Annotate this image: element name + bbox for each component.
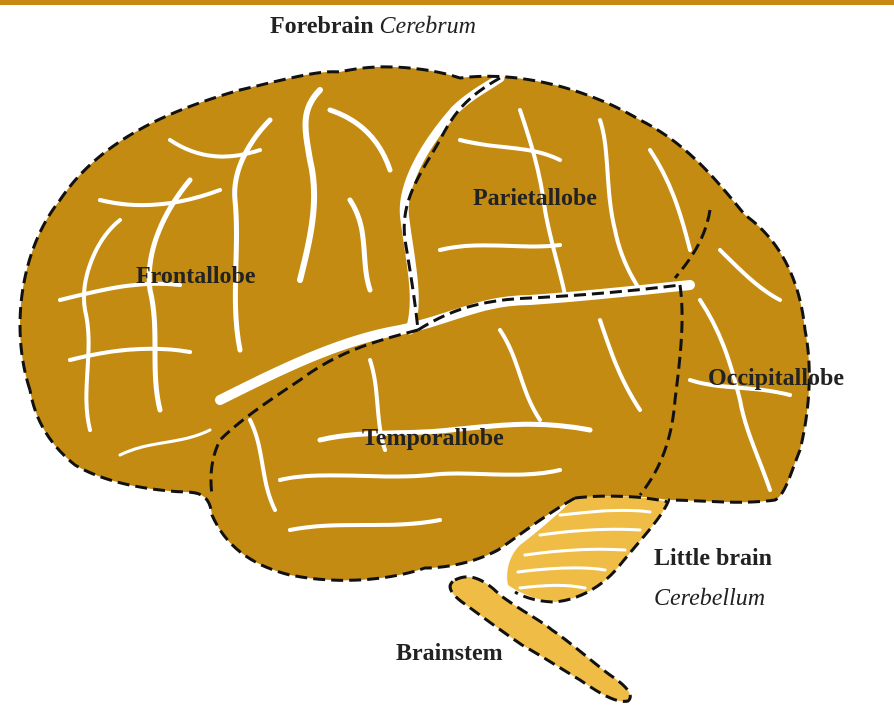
occipital-lobe-label: Occipitallobe bbox=[708, 366, 844, 390]
little-brain-label: Little brain bbox=[654, 546, 772, 570]
brainstem-label: Brainstem bbox=[396, 641, 503, 665]
parietal-lobe-label: Parietallobe bbox=[473, 186, 597, 210]
forebrain-title: Forebrain Cerebrum bbox=[270, 14, 476, 38]
cerebrum-label: Cerebrum bbox=[380, 13, 476, 39]
temporal-lobe-label: Temporallobe bbox=[362, 426, 504, 450]
cerebellum-latin-label: Cerebellum bbox=[654, 586, 765, 610]
frontal-lobe-label: Frontallobe bbox=[136, 264, 256, 288]
forebrain-label: Forebrain bbox=[270, 13, 374, 39]
cerebrum bbox=[20, 67, 809, 580]
